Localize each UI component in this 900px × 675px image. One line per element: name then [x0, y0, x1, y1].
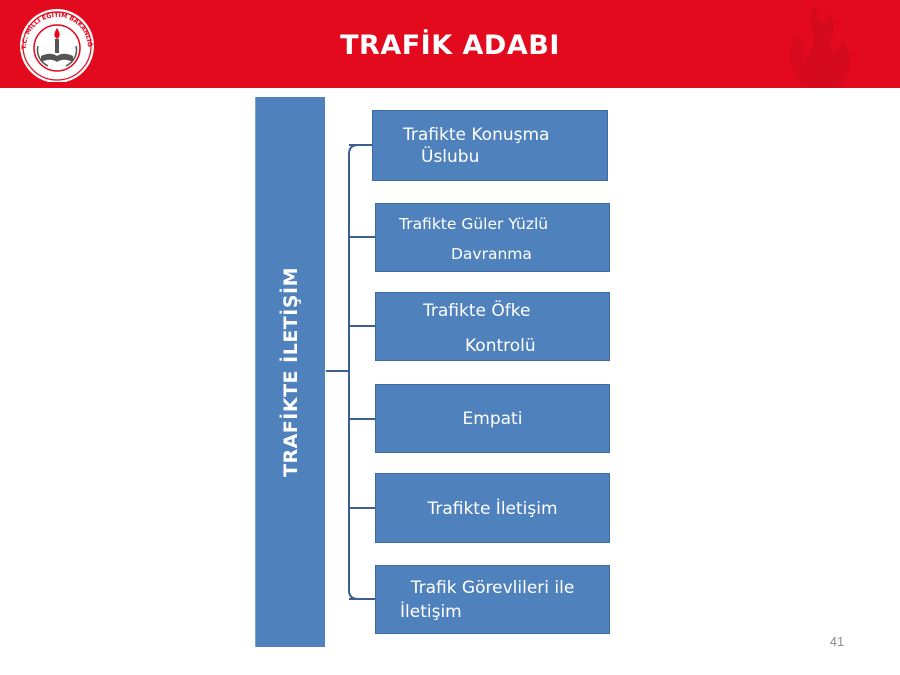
branch-node-6-line-2: İletişim — [400, 602, 462, 622]
branch-node-3: Trafikte Öfke Kontrolü — [375, 292, 610, 361]
branch-node-4: Empati — [375, 384, 610, 453]
root-node-label: TRAFİKTE İLETİŞİM — [279, 267, 302, 477]
branch-node-5: Trafikte İletişim — [375, 473, 610, 543]
root-node: TRAFİKTE İLETİŞİM — [255, 97, 325, 647]
branch-node-3-line-1: Trafikte Öfke — [423, 301, 531, 321]
branch-node-6-line-1: Trafik Görevlileri ile — [410, 578, 575, 598]
branch-node-2-line-2: Davranma — [451, 245, 532, 263]
branch-node-1: Trafikte Konuşma Üslubu — [372, 110, 608, 181]
page-number: 41 — [829, 634, 845, 649]
branch-node-4-line-1: Empati — [462, 409, 523, 429]
branch-node-5-line-1: Trafikte İletişim — [427, 499, 558, 519]
branch-node-6: Trafik Görevlileri ile İletişim — [375, 565, 610, 634]
branch-node-3-line-2: Kontrolü — [465, 336, 536, 356]
branch-node-1-line-2: Üslubu — [421, 147, 480, 167]
branch-node-2: Trafikte Güler Yüzlü Davranma — [375, 203, 610, 272]
header-band — [0, 0, 900, 88]
branch-node-1-line-1: Trafikte Konuşma — [403, 125, 550, 145]
branch-node-2-line-1: Trafikte Güler Yüzlü — [399, 215, 549, 233]
flame-icon — [790, 6, 850, 88]
meb-emblem-icon: T.C. MİLLİ EĞİTİM BAKANLIĞI — [14, 6, 95, 82]
slide-title: TRAFİK ADABI — [340, 30, 560, 61]
